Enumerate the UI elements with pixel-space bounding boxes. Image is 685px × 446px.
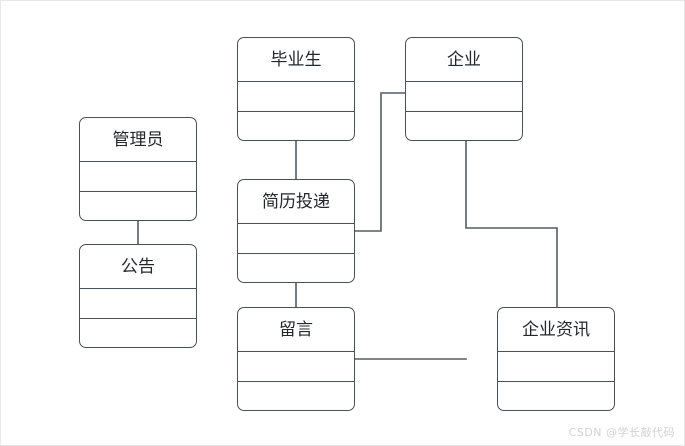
- class-title-admin: 管理员: [80, 118, 196, 162]
- csdn-watermark: CSDN @学长敲代码: [568, 426, 675, 439]
- class-title-enterprise-news: 企业资讯: [498, 308, 614, 352]
- class-box-message[interactable]: 留言: [237, 307, 355, 411]
- class-box-notice[interactable]: 公告: [79, 244, 197, 348]
- class-attributes-admin: [80, 162, 196, 192]
- class-box-admin[interactable]: 管理员: [79, 117, 197, 221]
- class-attributes-resume: [238, 224, 354, 254]
- connector-enterprise-news: [465, 140, 558, 308]
- class-title-message: 留言: [238, 308, 354, 352]
- class-operations-enterprise: [406, 112, 522, 142]
- class-attributes-message: [238, 352, 354, 382]
- class-operations-admin: [80, 192, 196, 222]
- class-operations-message: [238, 382, 354, 412]
- class-operations-resume: [238, 254, 354, 284]
- class-attributes-notice: [80, 289, 196, 319]
- class-operations-graduate: [238, 112, 354, 142]
- class-title-enterprise: 企业: [406, 38, 522, 82]
- class-attributes-graduate: [238, 82, 354, 112]
- class-operations-enterprise-news: [498, 382, 614, 412]
- class-box-resume[interactable]: 简历投递: [237, 179, 355, 283]
- class-operations-notice: [80, 319, 196, 349]
- class-attributes-enterprise: [406, 82, 522, 112]
- class-box-graduate[interactable]: 毕业生: [237, 37, 355, 141]
- class-box-enterprise-news[interactable]: 企业资讯: [497, 307, 615, 411]
- class-box-enterprise[interactable]: 企业: [405, 37, 523, 141]
- class-attributes-enterprise-news: [498, 352, 614, 382]
- connector-enterprise-resume: [354, 92, 406, 232]
- class-title-resume: 简历投递: [238, 180, 354, 224]
- class-title-notice: 公告: [80, 245, 196, 289]
- class-title-graduate: 毕业生: [238, 38, 354, 82]
